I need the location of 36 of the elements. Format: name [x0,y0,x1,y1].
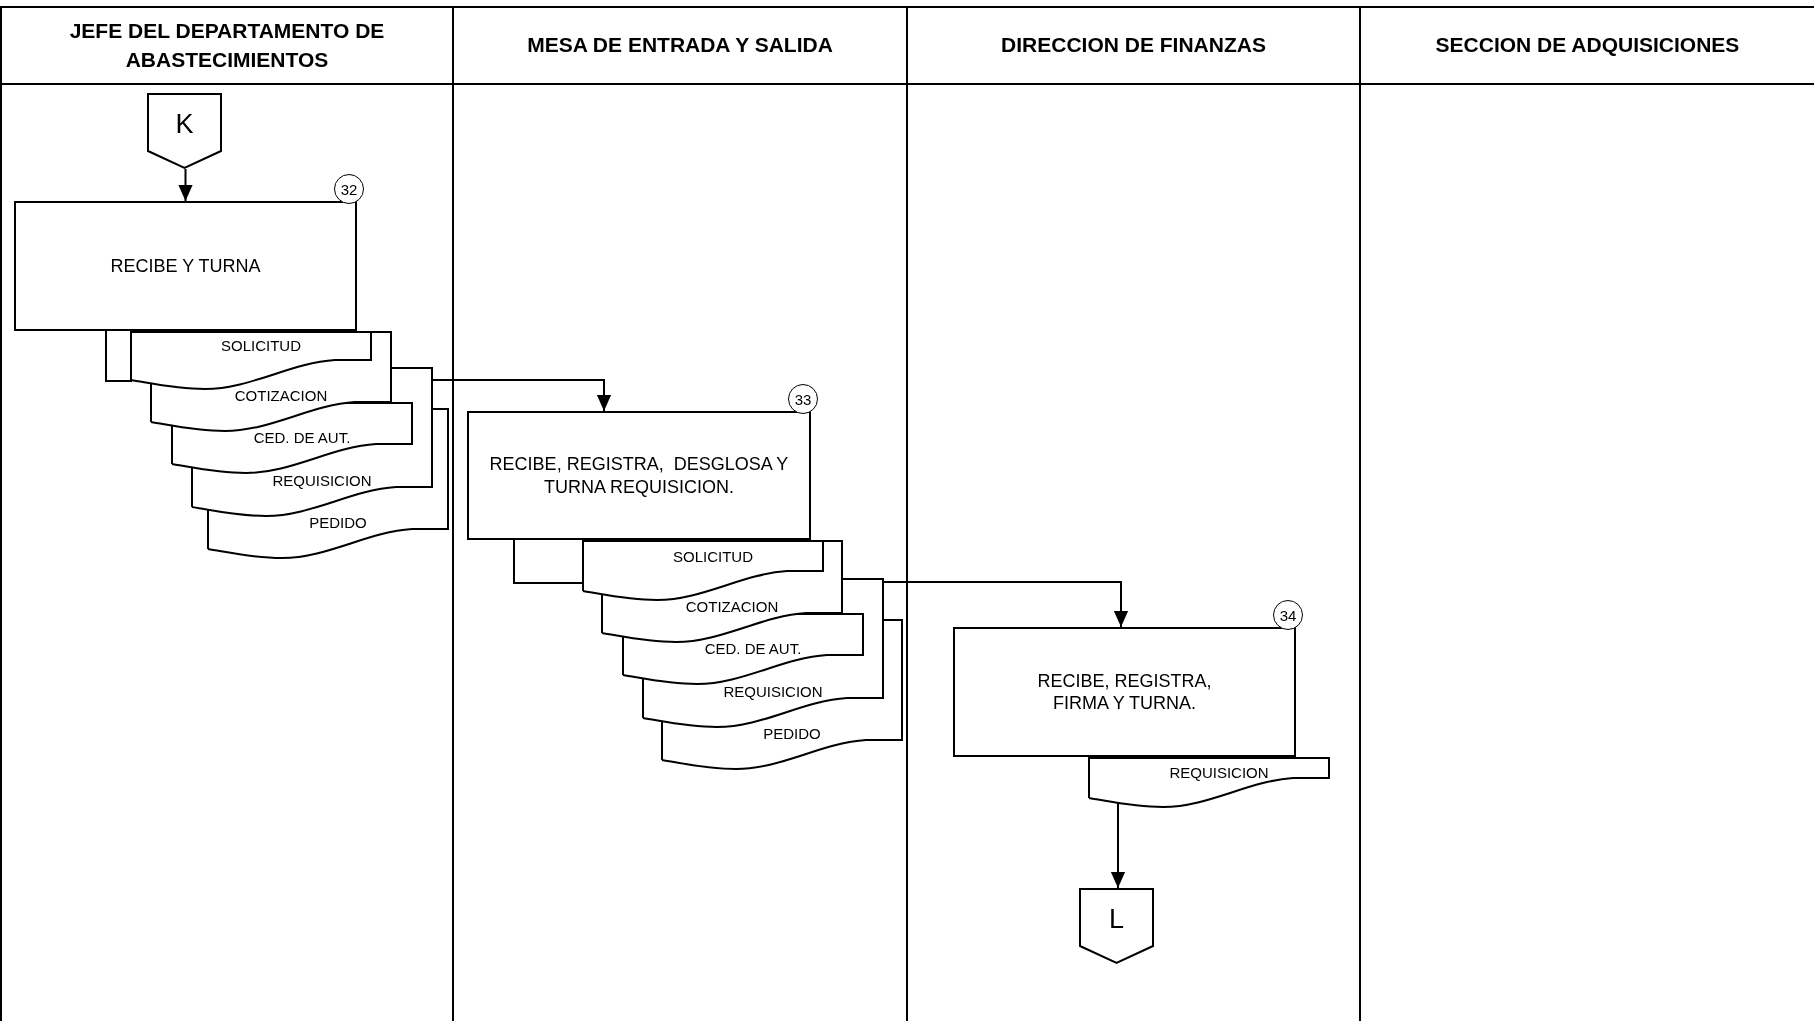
document-label: SOLICITUD [220,337,302,355]
document-label: PEDIDO [308,514,368,532]
off-page-connector [147,93,222,169]
document-shape [130,331,372,390]
document-label: CED. DE AUT. [252,429,352,447]
document-label: REQUISICION [1168,764,1270,782]
flow-arrow [178,168,193,202]
process-text: RECIBE, REGISTRA, DESGLOSA Y TURNA REQUISICION. [488,453,790,498]
lane-header: SECCION DE ADQUISICIONES [1435,32,1740,59]
connector-label: L [1108,904,1125,935]
connector-label: K [174,109,195,140]
process-text: RECIBE Y TURNA [110,254,261,278]
swimlane [1359,6,1814,1021]
swimlane [452,6,906,1021]
flow-arrow [883,581,1129,628]
step-number: 33 [788,384,818,414]
flow-arrow [1110,802,1126,889]
document-label: COTIZACION [233,387,329,405]
lane-header: DIRECCION DE FINANZAS [1001,32,1266,59]
document-label: PEDIDO [762,725,822,743]
process-text: RECIBE, REGISTRA, FIRMA Y TURNA. [1036,669,1213,715]
step-number: 32 [334,174,364,204]
document-shape [1088,757,1330,808]
document-shape [582,540,824,601]
swimlane [906,6,1359,1021]
document-label: COTIZACION [684,598,780,616]
document-label: REQUISICION [271,472,373,490]
step-number: 34 [1273,600,1303,630]
off-page-connector [1079,888,1154,964]
flow-arrow [432,379,612,412]
document-label: SOLICITUD [672,548,754,566]
document-label: REQUISICION [722,683,824,701]
lane-header: JEFE DEL DEPARTAMENTO DE ABASTECIMIENTOS [68,18,386,73]
lane-header: MESA DE ENTRADA Y SALIDA [527,32,833,59]
document-label: CED. DE AUT. [703,640,803,658]
swimlane [0,6,452,1021]
